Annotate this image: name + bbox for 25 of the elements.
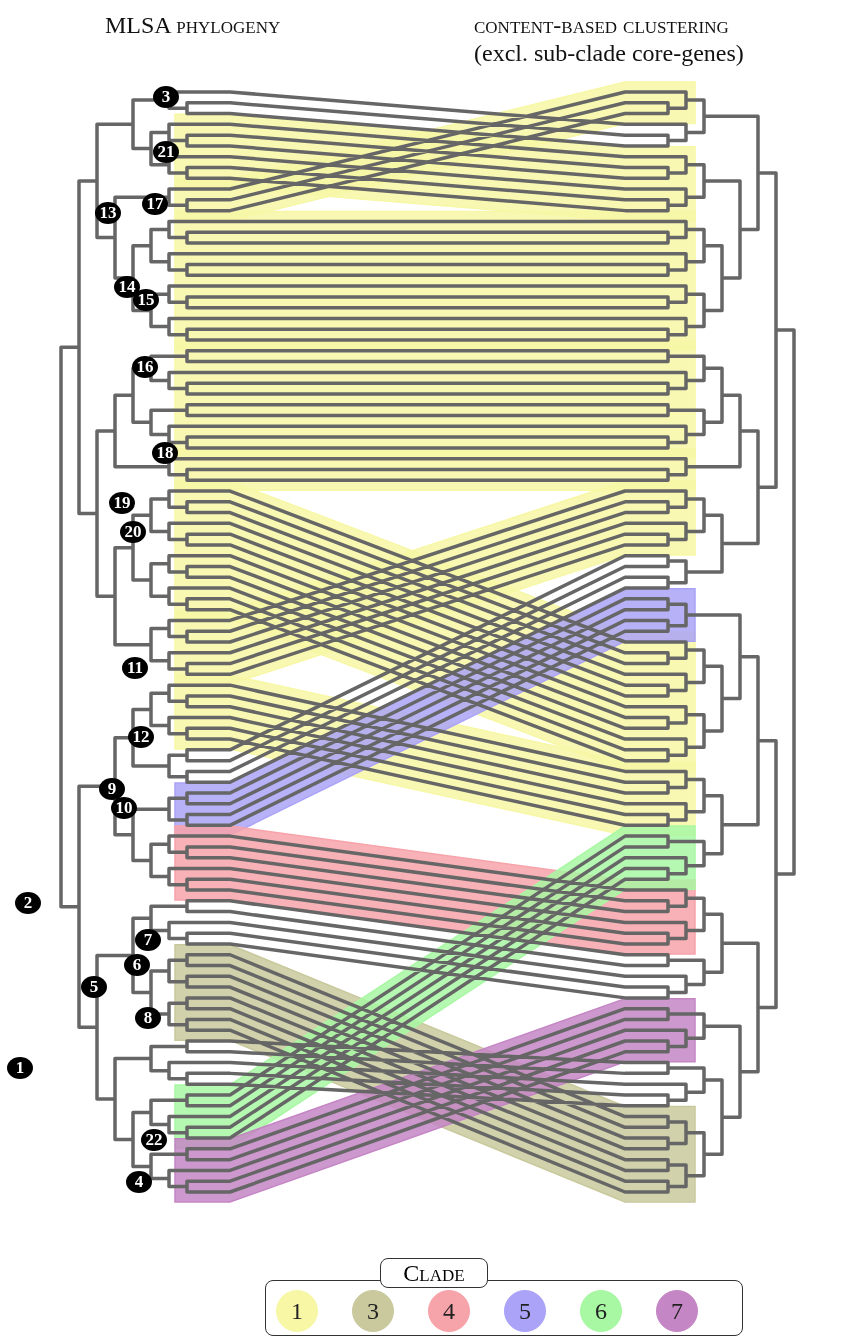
callout-number: 12 bbox=[128, 726, 154, 748]
column-heading: content-based clustering bbox=[474, 12, 729, 39]
callout-number: 8 bbox=[135, 1007, 161, 1029]
legend-title: Clade bbox=[380, 1258, 488, 1288]
callout-number: 1 bbox=[7, 1057, 33, 1079]
callout-number: 21 bbox=[153, 141, 179, 163]
callout-number: 14 bbox=[114, 276, 140, 298]
callout-number: 5 bbox=[81, 976, 107, 998]
callout-number: 6 bbox=[124, 954, 150, 976]
callout-number: 3 bbox=[153, 86, 179, 108]
callout-number: 16 bbox=[132, 356, 158, 378]
callout-number: 18 bbox=[152, 442, 178, 464]
callout-number: 9 bbox=[99, 778, 125, 800]
callout-number: 10 bbox=[111, 797, 137, 819]
callout-number: 7 bbox=[135, 929, 161, 951]
callout-number: 11 bbox=[122, 657, 148, 679]
column-heading: MLSA phylogeny bbox=[105, 12, 281, 39]
callout-number: 2 bbox=[15, 892, 41, 914]
callout-number: 4 bbox=[126, 1171, 152, 1193]
callout-number: 20 bbox=[120, 521, 146, 543]
callout-number: 17 bbox=[142, 193, 168, 215]
callout-number: 13 bbox=[95, 202, 121, 224]
callout-number: 19 bbox=[109, 492, 135, 514]
column-heading: (excl. sub-clade core-genes) bbox=[474, 40, 744, 67]
callout-number: 22 bbox=[141, 1129, 167, 1151]
